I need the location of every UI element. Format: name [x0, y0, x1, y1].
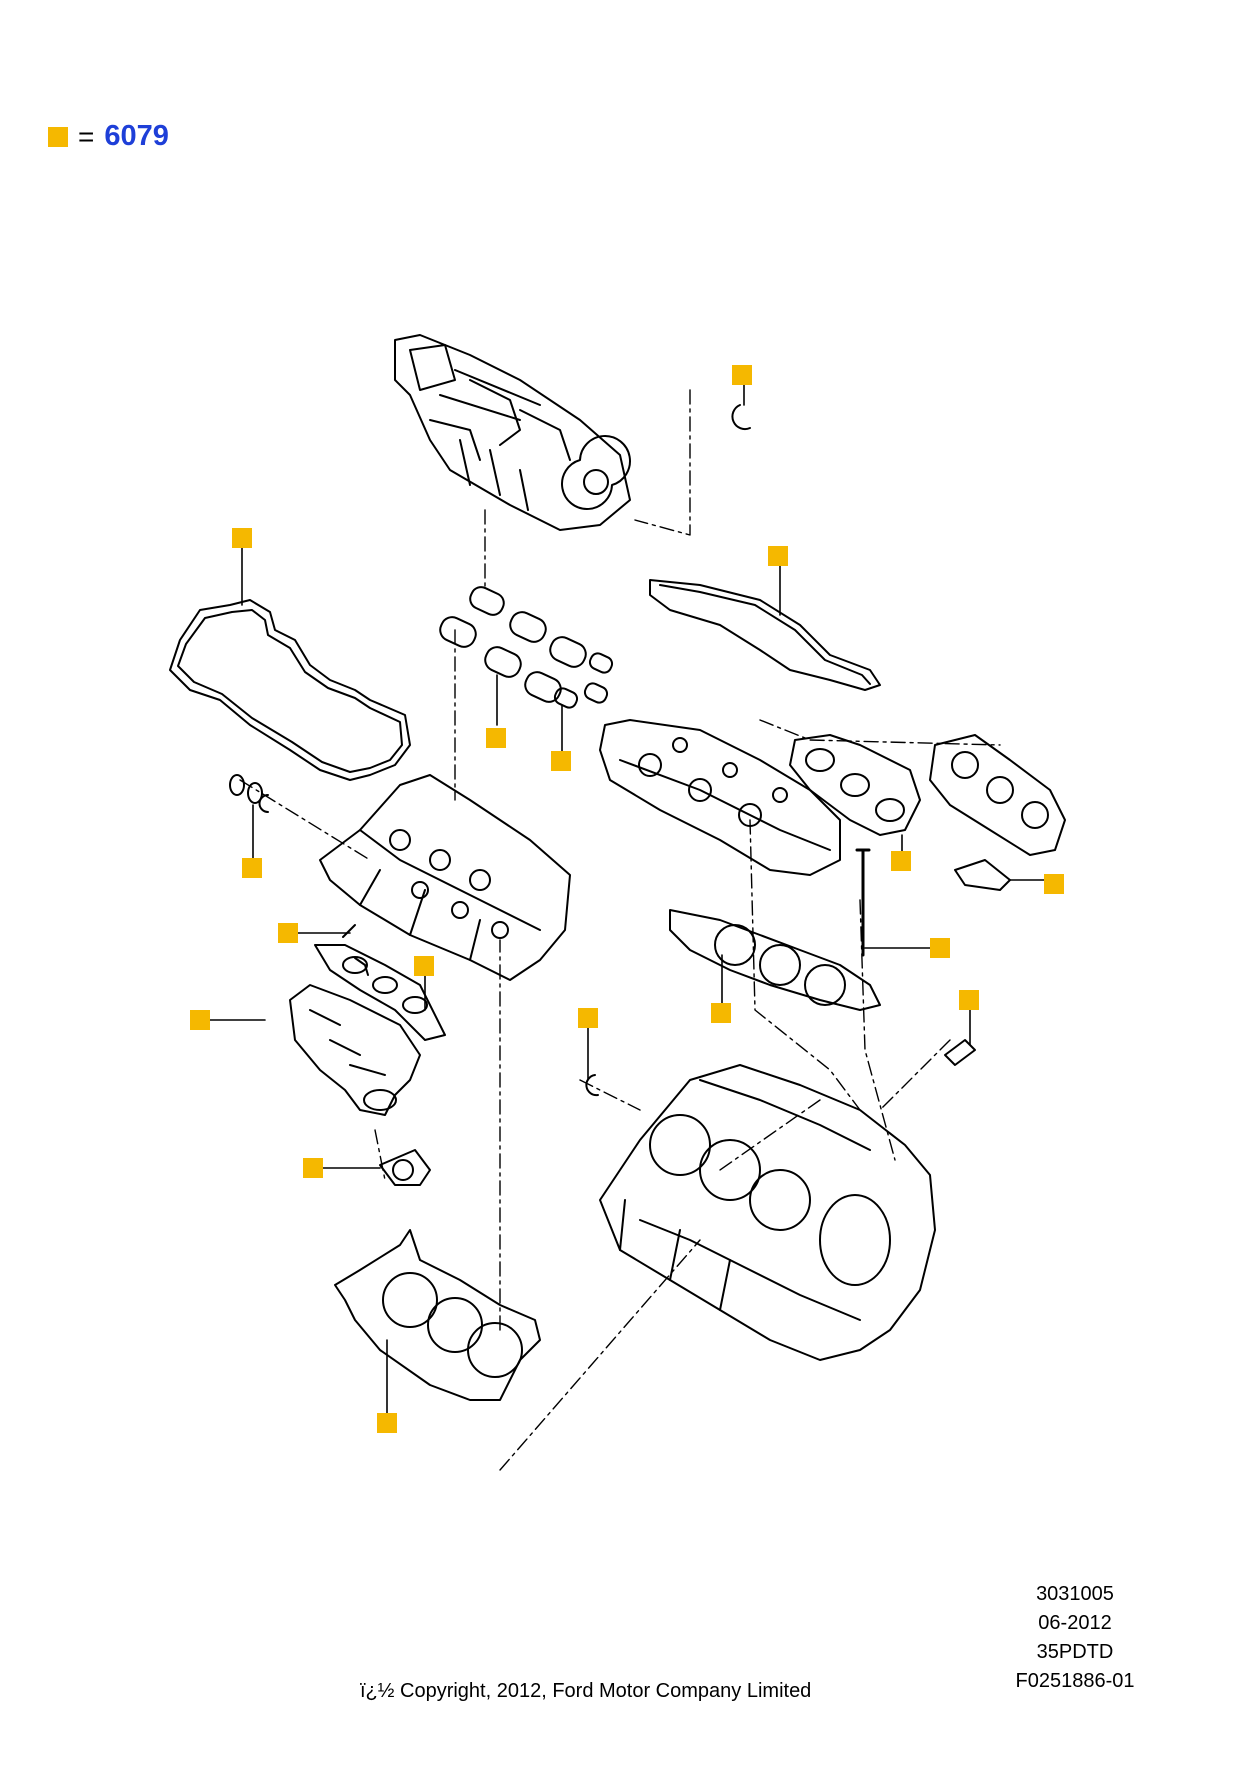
- reference-number: 3031005: [1036, 1583, 1114, 1605]
- head-gasket-left: [334, 1229, 541, 1401]
- callout-marker[interactable]: [578, 1008, 598, 1028]
- intake-manifold: [394, 334, 631, 531]
- callout-marker[interactable]: [414, 956, 434, 976]
- figure-number: F0251886-01: [1015, 1670, 1135, 1692]
- o-rings-left: [229, 774, 269, 813]
- exhaust-manifold-left: [289, 984, 421, 1116]
- callout-markers: [190, 365, 1064, 1433]
- callout-marker[interactable]: [930, 938, 950, 958]
- callout-marker[interactable]: [551, 751, 571, 771]
- exhaust-manifold-right: [929, 734, 1066, 856]
- callout-marker[interactable]: [303, 1158, 323, 1178]
- engine-block: [599, 1064, 936, 1361]
- legend-marker: [48, 126, 68, 147]
- clip-upper: [731, 404, 751, 431]
- valve-cover-gasket-left: [169, 599, 411, 781]
- valve-cover-gasket-right: [649, 579, 881, 691]
- callout-leaders: [202, 376, 1054, 1421]
- callout-marker[interactable]: [732, 365, 752, 385]
- cylinder-head-left: [319, 774, 571, 981]
- callout-marker[interactable]: [891, 851, 911, 871]
- head-bolt: [855, 848, 871, 957]
- callout-marker[interactable]: [768, 546, 788, 566]
- clip-block: [585, 1074, 599, 1097]
- head-gasket-right: [669, 909, 881, 1011]
- exhaust-bracket: [954, 859, 1011, 891]
- issue-date: 06-2012: [1038, 1612, 1112, 1634]
- callout-marker[interactable]: [278, 923, 298, 943]
- callout-marker[interactable]: [377, 1413, 397, 1433]
- callout-marker[interactable]: [486, 728, 506, 748]
- model-code: 35PDTD: [1036, 1641, 1114, 1663]
- callout-marker[interactable]: [1044, 874, 1064, 894]
- flange-gasket: [379, 1149, 431, 1186]
- callout-marker[interactable]: [711, 1003, 731, 1023]
- exhaust-gasket-left: [314, 944, 446, 1041]
- figure-metadata: 3031005 06-2012 35PDTD F0251886-01: [990, 1580, 1160, 1696]
- legend-equals: =: [78, 120, 95, 152]
- legend: = 6079: [48, 122, 169, 151]
- cylinder-head-right: [599, 719, 841, 876]
- callout-marker[interactable]: [242, 858, 262, 878]
- exhaust-gasket-right: [789, 734, 921, 836]
- sensor: [944, 1039, 976, 1066]
- copyright-notice: ï¿½ Copyright, 2012, Ford Motor Company …: [360, 1680, 812, 1702]
- stud-left: [354, 957, 369, 976]
- callout-marker[interactable]: [232, 528, 252, 548]
- intake-port-seals: [439, 586, 614, 709]
- dash-leaders: [239, 389, 1001, 1471]
- callout-marker[interactable]: [959, 990, 979, 1010]
- legend-part-code[interactable]: 6079: [104, 120, 169, 152]
- callout-marker[interactable]: [190, 1010, 210, 1030]
- stud-upper: [342, 924, 356, 938]
